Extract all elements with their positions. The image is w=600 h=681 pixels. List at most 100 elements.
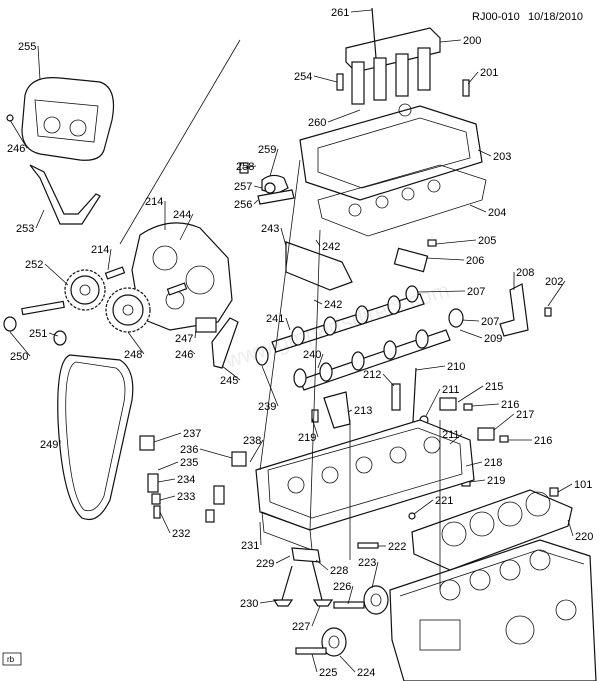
valve-cover-gasket bbox=[317, 164, 487, 237]
bracket-228 bbox=[291, 547, 321, 563]
leader-c204 bbox=[469, 204, 487, 213]
callout-230: 230 bbox=[240, 598, 258, 610]
callout-216: 216 bbox=[501, 399, 519, 411]
leader-c210 bbox=[415, 365, 446, 371]
leader-c207b bbox=[461, 319, 480, 322]
part-216b bbox=[499, 435, 509, 443]
idler-pulley-224 bbox=[321, 627, 347, 657]
callout-245: 245 bbox=[220, 375, 238, 387]
corner-badge: rb bbox=[7, 655, 15, 664]
leader-c214b bbox=[107, 248, 112, 271]
callout-204: 204 bbox=[488, 207, 506, 219]
callout-219: 219 bbox=[487, 475, 505, 487]
leader-c202 bbox=[547, 280, 566, 307]
leader-c248 bbox=[127, 331, 145, 355]
leader-c221 bbox=[413, 499, 434, 515]
seal-207b bbox=[448, 308, 464, 328]
leader-c217 bbox=[493, 413, 515, 431]
callout-203: 203 bbox=[493, 151, 511, 163]
leader-c245 bbox=[221, 365, 241, 381]
seal-207a bbox=[405, 285, 419, 303]
bolt-221 bbox=[408, 512, 416, 520]
callout-217: 217 bbox=[516, 409, 534, 421]
callout-201: 201 bbox=[480, 67, 498, 79]
bolt-246-upper bbox=[6, 114, 14, 122]
callout-207: 207 bbox=[481, 316, 499, 328]
callout-252: 252 bbox=[25, 259, 43, 271]
leader-c252 bbox=[44, 263, 69, 286]
callout-226: 226 bbox=[333, 581, 351, 593]
callout-205: 205 bbox=[478, 235, 496, 247]
leader-c255 bbox=[37, 45, 41, 81]
timing-chain bbox=[57, 354, 134, 521]
callout-241: 241 bbox=[266, 313, 284, 325]
leader-c231 bbox=[259, 521, 262, 546]
corner-badge-box bbox=[2, 652, 22, 666]
callout-255: 255 bbox=[18, 41, 36, 53]
callout-223: 223 bbox=[358, 557, 376, 569]
callout-219: 219 bbox=[298, 432, 316, 444]
leader-c226 bbox=[347, 585, 354, 605]
part-257 bbox=[264, 182, 276, 194]
leader-c261 bbox=[350, 9, 373, 13]
leader-c254 bbox=[313, 75, 338, 83]
leader-c250 bbox=[9, 331, 31, 357]
valve-cover bbox=[299, 103, 483, 201]
callout-235: 235 bbox=[180, 457, 198, 469]
upper-timing-cover bbox=[21, 77, 115, 161]
bracket-213 bbox=[323, 391, 351, 429]
leader-c227 bbox=[311, 605, 321, 627]
sprocket-bolt-251 bbox=[21, 300, 65, 316]
diagram-code: RJ00-010 bbox=[472, 11, 520, 23]
bolt-205 bbox=[427, 239, 437, 247]
leader-c229 bbox=[275, 555, 291, 564]
leader-lines bbox=[9, 9, 574, 673]
leader-c259 bbox=[269, 148, 279, 177]
leader-c237 bbox=[153, 432, 182, 443]
bolt-202 bbox=[544, 307, 552, 317]
engine-block bbox=[389, 539, 597, 681]
leader-c256 bbox=[253, 199, 259, 205]
coil-bolt-201 bbox=[462, 79, 470, 97]
head-gasket bbox=[411, 489, 573, 571]
callout-236: 236 bbox=[180, 444, 198, 456]
dowel-101 bbox=[549, 487, 559, 497]
callout-206: 206 bbox=[466, 255, 484, 267]
leader-c203 bbox=[477, 149, 492, 157]
callout-240: 240 bbox=[303, 349, 321, 361]
callout-224: 224 bbox=[357, 667, 375, 679]
leader-c233 bbox=[159, 495, 176, 501]
leader-c209 bbox=[459, 329, 483, 339]
bolt-225 bbox=[295, 647, 327, 655]
spring-234b bbox=[213, 485, 225, 505]
callout-246: 246 bbox=[7, 143, 25, 155]
leader-c216a bbox=[471, 403, 500, 407]
diagram-date: 10/18/2010 bbox=[528, 11, 583, 23]
bracket-208 bbox=[499, 283, 529, 337]
leader-c246b bbox=[189, 349, 196, 355]
callout-218: 218 bbox=[484, 457, 502, 469]
leader-c215 bbox=[457, 385, 484, 403]
part-256 bbox=[257, 189, 295, 205]
exhaust-camshaft bbox=[299, 329, 451, 391]
intake-cam-sprocket bbox=[64, 269, 106, 311]
callout-216: 216 bbox=[534, 435, 552, 447]
callout-215: 215 bbox=[485, 381, 503, 393]
bolt-226 bbox=[333, 601, 365, 609]
callout-222: 222 bbox=[388, 541, 406, 553]
callout-213: 213 bbox=[354, 405, 372, 417]
callout-221: 221 bbox=[435, 495, 453, 507]
callout-260: 260 bbox=[308, 117, 326, 129]
leader-c224 bbox=[339, 655, 356, 673]
callout-250: 250 bbox=[10, 351, 28, 363]
seal-239a bbox=[255, 346, 269, 366]
leader-c218 bbox=[465, 461, 483, 467]
leader-c241 bbox=[285, 317, 291, 331]
callout-254: 254 bbox=[294, 71, 312, 83]
leader-c220 bbox=[567, 519, 574, 537]
callout-242: 242 bbox=[324, 299, 342, 311]
lifter-237b bbox=[231, 451, 247, 467]
callout-202: 202 bbox=[545, 276, 563, 288]
callout-227: 227 bbox=[292, 621, 310, 633]
